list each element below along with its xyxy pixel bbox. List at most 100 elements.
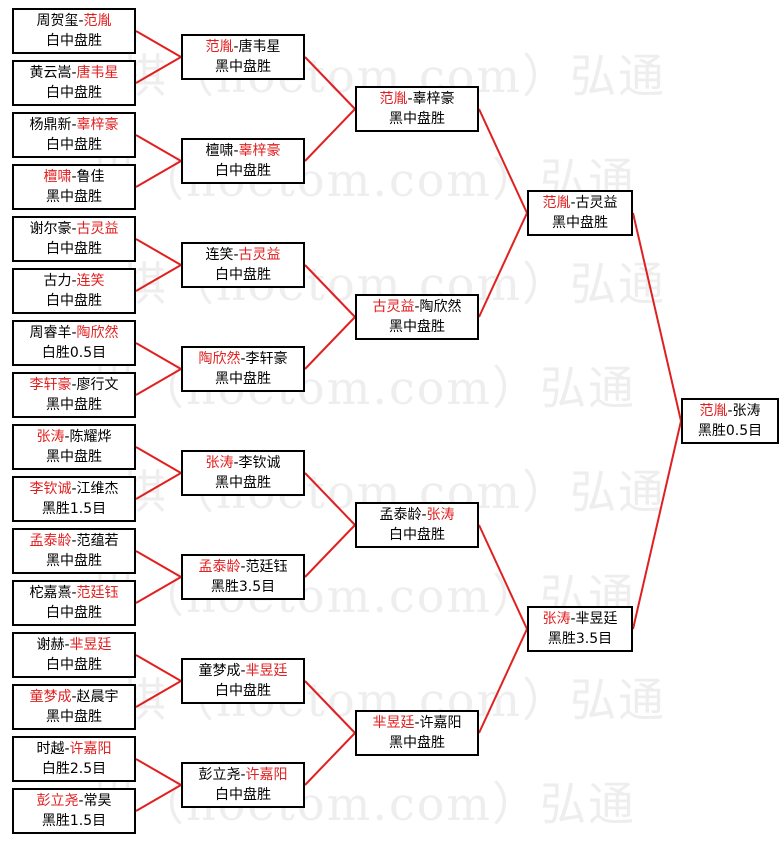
match-box: 张涛-陈耀烨黑中盘胜 (12, 424, 136, 470)
winner-name: 童梦成 (29, 689, 72, 705)
bracket-connector (304, 108, 356, 162)
match-box: 周贺玺-范胤白中盘胜 (12, 8, 136, 54)
bracket-connector (135, 264, 182, 292)
match-result: 黑中盘胜 (46, 709, 102, 725)
player-name: 时越 (36, 741, 65, 757)
player-name: 古灵益 (575, 195, 618, 211)
dash-separator: - (71, 481, 77, 497)
dash-separator: - (78, 793, 84, 809)
winner-name: 张涛 (36, 429, 65, 445)
match-players: 陶欣然-李轩豪 (198, 349, 287, 369)
match-box: 谢尔豪-古灵益白中盘胜 (12, 216, 136, 262)
dash-separator: - (71, 533, 77, 549)
player-name: 常昊 (83, 793, 112, 809)
match-result: 白胜2.5目 (41, 761, 107, 777)
bracket-connector (304, 732, 356, 786)
winner-name: 李钦诚 (29, 481, 72, 497)
match-players: 柁嘉熹-范廷钰 (29, 583, 118, 603)
dash-separator: - (233, 247, 239, 263)
match-players: 黄云嵩-唐韦星 (29, 63, 118, 83)
match-players: 周睿羊-陶欣然 (29, 323, 118, 343)
match-players: 孟泰龄-范蕴若 (29, 531, 118, 551)
bracket-connector (304, 472, 356, 526)
winner-name: 范胤 (83, 13, 112, 29)
match-players: 杨鼎新-辜梓豪 (29, 115, 118, 135)
match-players: 范胤-辜梓豪 (379, 89, 454, 109)
winner-name: 古灵益 (76, 221, 119, 237)
winner-name: 陶欣然 (198, 351, 241, 367)
match-box: 童梦成-赵晨宇黑中盘胜 (12, 684, 136, 730)
winner-name: 芈昱廷 (372, 715, 415, 731)
player-name: 孟泰龄 (379, 507, 422, 523)
match-box: 黄云嵩-唐韦星白中盘胜 (12, 60, 136, 106)
dash-separator: - (421, 507, 427, 523)
winner-name: 许嘉阳 (245, 767, 288, 783)
match-result: 白中盘胜 (46, 657, 102, 673)
winner-name: 古灵益 (372, 299, 415, 315)
dash-separator: - (71, 169, 77, 185)
bracket-connector (135, 342, 182, 370)
match-result: 黑中盘胜 (46, 553, 102, 569)
match-players: 檀啸-辜梓豪 (205, 141, 280, 161)
match-box: 李钦诚-江维杰黑胜1.5目 (12, 476, 136, 522)
match-box: 檀啸-鲁佳黑中盘胜 (12, 164, 136, 210)
bracket-connector (135, 238, 182, 266)
bracket-connector (135, 30, 182, 58)
dash-separator: - (71, 689, 77, 705)
match-box: 芈昱廷-许嘉阳黑中盘胜 (355, 710, 479, 756)
match-box: 孟泰龄-张涛白中盘胜 (355, 502, 479, 548)
dash-separator: - (240, 351, 246, 367)
dash-separator: - (71, 325, 77, 341)
player-name: 柁嘉熹 (29, 585, 72, 601)
match-players: 张涛-李钦诚 (205, 453, 280, 473)
winner-name: 张涛 (542, 611, 571, 627)
match-box: 孟泰龄-范蕴若黑中盘胜 (12, 528, 136, 574)
match-players: 范胤-唐韦星 (205, 37, 280, 57)
dash-separator: - (233, 455, 239, 471)
match-box: 檀啸-辜梓豪白中盘胜 (181, 138, 305, 184)
match-result: 白胜0.5目 (41, 345, 107, 361)
dash-separator: - (240, 663, 246, 679)
winner-name: 范胤 (379, 91, 408, 107)
match-players: 时越-许嘉阳 (36, 739, 111, 759)
match-players: 李钦诚-江维杰 (29, 479, 118, 499)
bracket-connector (135, 576, 182, 604)
winner-name: 彭立尧 (36, 793, 79, 809)
match-box: 张涛-李钦诚黑中盘胜 (181, 450, 305, 496)
player-name: 谢赫 (36, 637, 65, 653)
player-name: 黄云嵩 (29, 65, 72, 81)
winner-name: 许嘉阳 (69, 741, 112, 757)
player-name: 赵晨宇 (76, 689, 119, 705)
match-box: 周睿羊-陶欣然白胜0.5目 (12, 320, 136, 366)
bracket-connector (304, 264, 356, 318)
player-name: 唐韦星 (238, 39, 281, 55)
match-result: 白中盘胜 (215, 163, 271, 179)
winner-name: 唐韦星 (76, 65, 119, 81)
match-result: 白中盘胜 (46, 293, 102, 309)
player-name: 周贺玺 (36, 13, 79, 29)
match-result: 黑中盘胜 (389, 319, 445, 335)
match-result: 黑中盘胜 (215, 59, 271, 75)
dash-separator: - (240, 767, 246, 783)
bracket-connector (304, 56, 356, 110)
match-box: 李轩豪-廖行文黑中盘胜 (12, 372, 136, 418)
match-result: 黑中盘胜 (215, 371, 271, 387)
player-name: 张涛 (732, 403, 761, 419)
match-result: 白中盘胜 (215, 267, 271, 283)
winner-name: 檀啸 (43, 169, 72, 185)
winner-name: 李轩豪 (29, 377, 72, 393)
match-box: 陶欣然-李轩豪黑中盘胜 (181, 346, 305, 392)
dash-separator: - (64, 429, 70, 445)
bracket-connector (304, 316, 356, 370)
match-players: 彭立尧-常昊 (36, 791, 111, 811)
match-players: 童梦成-赵晨宇 (29, 687, 118, 707)
dash-separator: - (78, 13, 84, 29)
match-result: 黑中盘胜 (46, 189, 102, 205)
dash-separator: - (64, 741, 70, 757)
player-name: 彭立尧 (198, 767, 241, 783)
match-box: 古力-连笑白中盘胜 (12, 268, 136, 314)
bracket-connector (478, 212, 528, 318)
bracket-connector (135, 654, 182, 682)
match-players: 范胤-古灵益 (542, 193, 617, 213)
dash-separator: - (71, 221, 77, 237)
